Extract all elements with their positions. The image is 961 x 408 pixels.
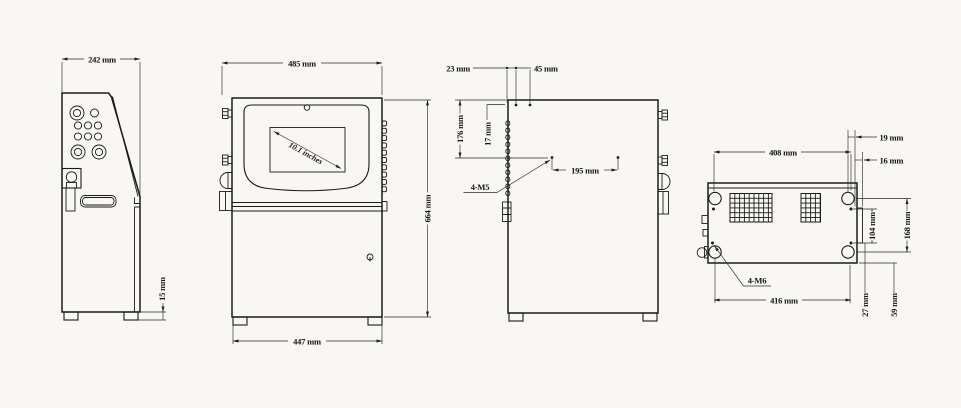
profile-connector-panel: [69, 105, 107, 160]
side-view: 23 mm 45 mm 176 mm 17 mm 195 mm 4-M5: [446, 64, 671, 322]
side-right-connectors: [657, 109, 671, 215]
front-door-lock: [366, 253, 374, 262]
profile-machine-outline: [61, 92, 141, 321]
top-edge-c-dim-label: 27 mm: [860, 293, 870, 317]
profile-latch-and-handle: [61, 167, 117, 212]
profile-foot-dim-label: 15 mm: [157, 277, 167, 301]
front-screen-bezel: 10.1 inches: [243, 104, 370, 192]
cable-gland-icon: [657, 109, 668, 121]
touchscreen: [269, 127, 346, 173]
top-edge-d-dim-label: 59 mm: [889, 293, 899, 317]
side-latch: [502, 201, 512, 222]
front-height-dim-label: 664 mm: [423, 194, 433, 222]
side-offset-a-dim-label: 23 mm: [446, 64, 470, 74]
front-machine-outline: [231, 97, 383, 326]
top-dimensions: 408 mm 19 mm 16 mm 104 mm 168 mm 27 mm 5…: [713, 130, 913, 317]
side-offset-b-dim-label: 45 mm: [534, 64, 558, 74]
top-feet-v-dim-label: 168 mm: [902, 211, 912, 239]
top-vent-grids: [729, 193, 821, 223]
top-holes-v-dim-label: 104 mm: [867, 212, 877, 240]
side-height-b-dim-label: 17 mm: [483, 122, 493, 146]
cable-gland-icon: [222, 108, 233, 119]
front-dimensions: 485 mm 664 mm 447 mm: [221, 59, 433, 347]
front-view: 485 mm 664 mm 447 mm 10.1 inches: [219, 59, 433, 347]
front-width-top-dim-label: 485 mm: [288, 59, 316, 69]
side-hole-spacing-dim-label: 195 mm: [571, 166, 599, 176]
front-left-connectors: [219, 108, 233, 211]
side-vent-slots: [505, 120, 511, 197]
front-width-bottom-dim-label: 447 mm: [293, 337, 321, 347]
side-dimensions: 23 mm 45 mm 176 mm 17 mm 195 mm 4-M5: [446, 64, 620, 193]
side-machine-outline: [507, 99, 659, 322]
vent-grid-right: [800, 193, 821, 223]
top-edge-b-dim-label: 16 mm: [880, 156, 904, 166]
vent-grid-left: [729, 193, 773, 223]
screen-size-label: 10.1 inches: [287, 140, 324, 166]
profile-width-dim-label: 242 mm: [88, 55, 116, 65]
side-thread-note-label: 4-M5: [471, 182, 490, 192]
side-profile-view: 242 mm 15 mm: [61, 55, 167, 321]
top-view: 408 mm 19 mm 16 mm 104 mm 168 mm 27 mm 5…: [696, 130, 913, 317]
dome-gland-icon: [219, 172, 233, 189]
top-edge-a-dim-label: 19 mm: [880, 133, 904, 143]
profile-dimensions: 242 mm 15 mm: [61, 55, 167, 321]
top-width-bottom-dim-label: 416 mm: [770, 296, 798, 306]
dome-gland-icon: [657, 173, 671, 190]
bezel-screw-hole: [303, 104, 311, 111]
side-height-a-dim-label: 176 mm: [455, 115, 465, 143]
front-right-vent-fins: [381, 120, 388, 212]
mounting-rail: [856, 207, 863, 244]
top-width-top-dim-label: 408 mm: [769, 148, 797, 158]
cable-gland-icon: [657, 155, 668, 166]
cable-gland-icon: [222, 154, 233, 166]
top-thread-note-label: 4-M6: [748, 276, 767, 286]
screen-diagonal-arrow: [273, 131, 342, 169]
top-left-attachments: [696, 215, 709, 259]
